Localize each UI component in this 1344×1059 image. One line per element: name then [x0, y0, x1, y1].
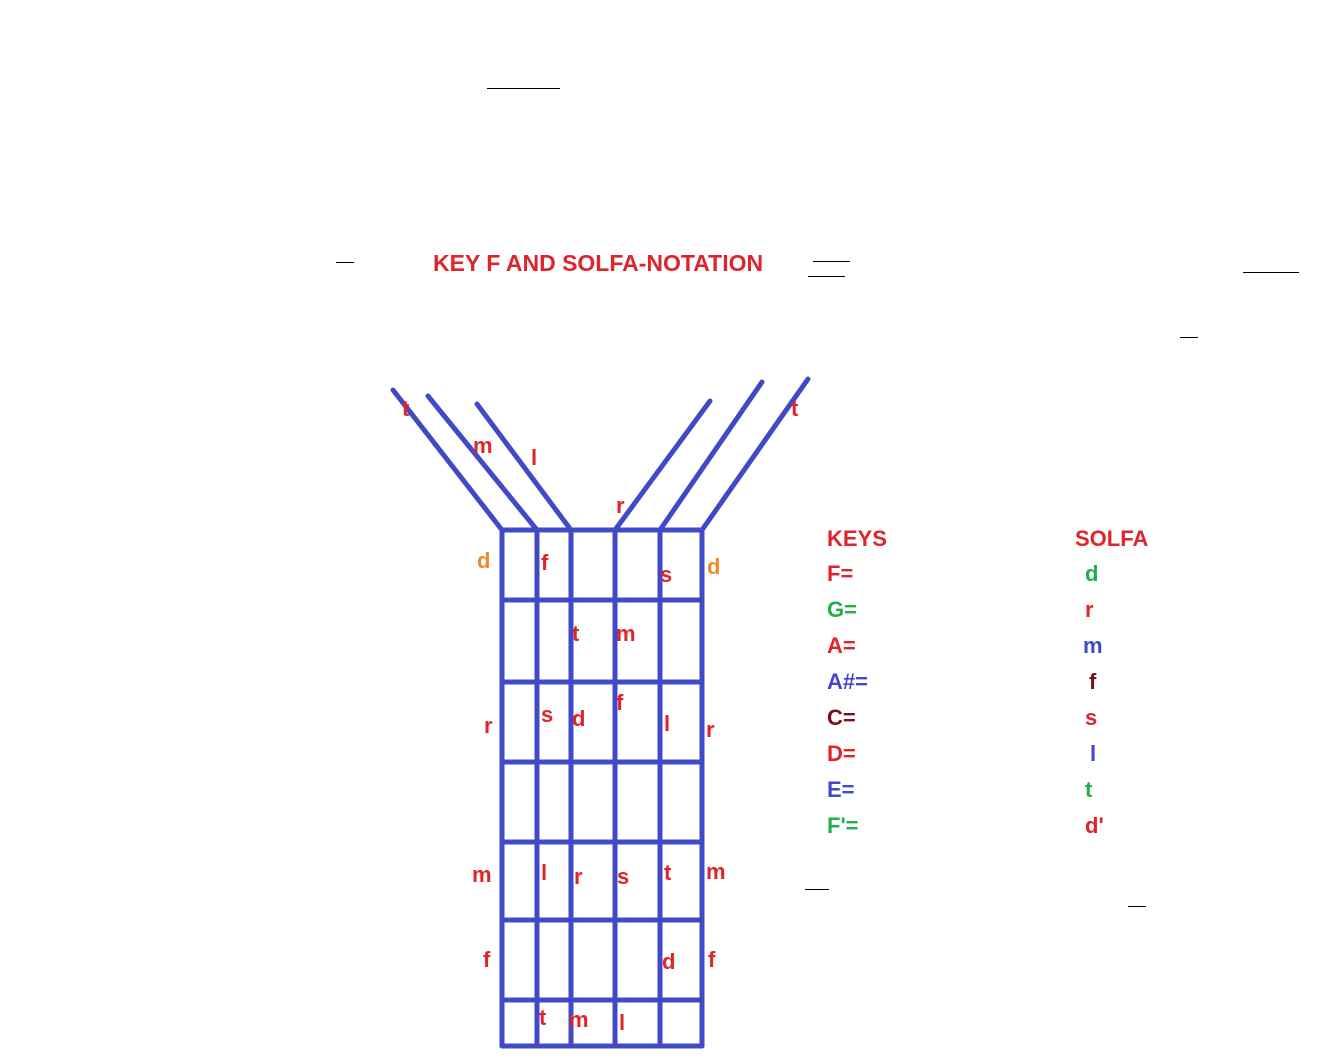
- headstock-string: [390, 387, 505, 533]
- stray-line-mark: [813, 261, 850, 262]
- note-label: d: [572, 706, 586, 731]
- legend-keys-header: KEYS: [827, 526, 887, 551]
- note-label: f: [483, 947, 491, 972]
- note-label: s: [617, 864, 630, 889]
- note-label: m: [569, 1007, 589, 1032]
- note-label: s: [660, 562, 673, 587]
- note-label: t: [402, 396, 410, 421]
- fretboard-grid: [499, 527, 705, 1049]
- note-label: m: [473, 433, 493, 458]
- legend-solfa: d': [1085, 813, 1104, 838]
- note-label: r: [616, 493, 625, 518]
- headstock-string: [474, 401, 574, 533]
- legend-key: F'=: [827, 813, 859, 838]
- note-label: t: [539, 1005, 547, 1030]
- note-label: f: [541, 550, 549, 575]
- note-label: f: [708, 947, 716, 972]
- headstock-string: [657, 379, 765, 533]
- note-label: m: [616, 621, 636, 646]
- note-label: t: [791, 396, 799, 421]
- legend-solfa: s: [1085, 705, 1098, 730]
- legend-solfa: r: [1085, 597, 1094, 622]
- note-label: s: [541, 702, 554, 727]
- legend-solfa: m: [1083, 633, 1103, 658]
- note-label: d: [662, 949, 676, 974]
- note-label: d: [477, 548, 491, 573]
- note-label: m: [706, 859, 726, 884]
- note-label: r: [484, 713, 493, 738]
- headstock-string: [699, 376, 811, 533]
- stray-line-mark: [1180, 337, 1198, 338]
- note-label: l: [619, 1010, 626, 1035]
- headstock-strings: [390, 376, 811, 533]
- legend-solfa-header: SOLFA: [1075, 526, 1149, 551]
- headstock-string: [425, 393, 540, 533]
- stray-line-mark: [1243, 272, 1299, 273]
- legend-solfa: l: [1090, 741, 1097, 766]
- legend-key: A#=: [827, 669, 868, 694]
- stray-line-mark: [808, 276, 845, 277]
- note-label: r: [574, 864, 583, 889]
- legend-key: D=: [827, 741, 856, 766]
- note-label: f: [616, 690, 624, 715]
- stray-line-mark: [336, 262, 354, 263]
- stray-line-mark: [1128, 906, 1146, 907]
- stray-line-mark: [805, 889, 829, 890]
- legend-key: E=: [827, 777, 855, 802]
- legend-key: A=: [827, 633, 856, 658]
- headstock-string: [612, 398, 713, 533]
- note-label: l: [531, 445, 538, 470]
- note-label: t: [664, 860, 672, 885]
- stray-line-mark: [487, 88, 560, 89]
- legend-solfa: f: [1089, 669, 1097, 694]
- note-label: r: [706, 717, 715, 742]
- note-label: m: [472, 862, 492, 887]
- legend-key: G=: [827, 597, 857, 622]
- note-label: l: [541, 860, 548, 885]
- note-label: d: [707, 554, 721, 579]
- diagram-title: KEY F AND SOLFA-NOTATION: [433, 250, 764, 276]
- legend-key: C=: [827, 705, 856, 730]
- note-label: l: [664, 711, 671, 736]
- legend-solfa: d: [1085, 561, 1099, 586]
- legend-solfa: t: [1085, 777, 1093, 802]
- note-label: t: [572, 621, 580, 646]
- legend-key: F=: [827, 561, 854, 586]
